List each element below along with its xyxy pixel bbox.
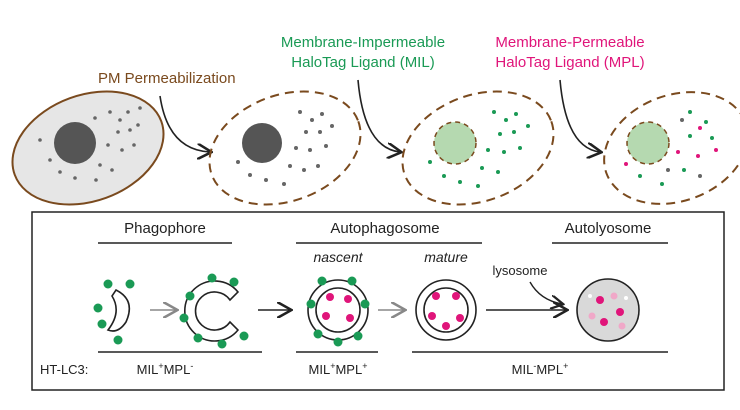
- nucleus-green: [433, 121, 477, 165]
- step-mil-line1: Membrane-Impermeable: [281, 34, 445, 51]
- isolation-membrane: [93, 279, 135, 345]
- phagophore-c-shape: [179, 273, 249, 349]
- cell-intact: [11, 90, 165, 206]
- stage-phagophore: Phagophore: [124, 220, 206, 237]
- stage-autophagosome: Autophagosome: [330, 220, 439, 237]
- cell-mil-mpl-labeled: [603, 91, 740, 205]
- nucleus-dark: [54, 122, 96, 164]
- lysosome-label: lysosome: [493, 263, 548, 278]
- cell-mil-labeled: [401, 90, 555, 206]
- nucleus-green: [626, 121, 670, 165]
- arrow-step3: [559, 79, 600, 152]
- step-pm-permeabilization: PM Permeabilization: [98, 70, 236, 87]
- sub-nascent: nascent: [313, 249, 363, 265]
- arrow-lysosome: [529, 281, 562, 304]
- stage-autolysosome: Autolyosome: [565, 220, 652, 237]
- nucleus-dark: [242, 123, 282, 163]
- row-label-ht-lc3: HT-LC3:: [40, 362, 88, 377]
- autophagy-stages-box: [31, 211, 725, 391]
- nascent-autophagosome: [306, 276, 370, 347]
- arrow-step1: [159, 95, 210, 152]
- state-autolysosome: MIL-MPL+: [512, 361, 569, 377]
- autolysosome: [576, 278, 640, 342]
- step-mil-line2: HaloTag Ligand (MIL): [291, 54, 434, 71]
- step-mpl-line2: HaloTag Ligand (MPL): [495, 54, 644, 71]
- state-autophagosome: MIL+MPL+: [309, 361, 368, 377]
- state-phagophore: MIL+MPL-: [137, 361, 194, 377]
- mature-autophagosome: [415, 279, 477, 341]
- step-mpl-line1: Membrane-Permeable: [495, 34, 644, 51]
- arrow-step2: [357, 79, 400, 152]
- cell-permeabilized: [208, 90, 362, 206]
- sub-mature: mature: [424, 249, 468, 265]
